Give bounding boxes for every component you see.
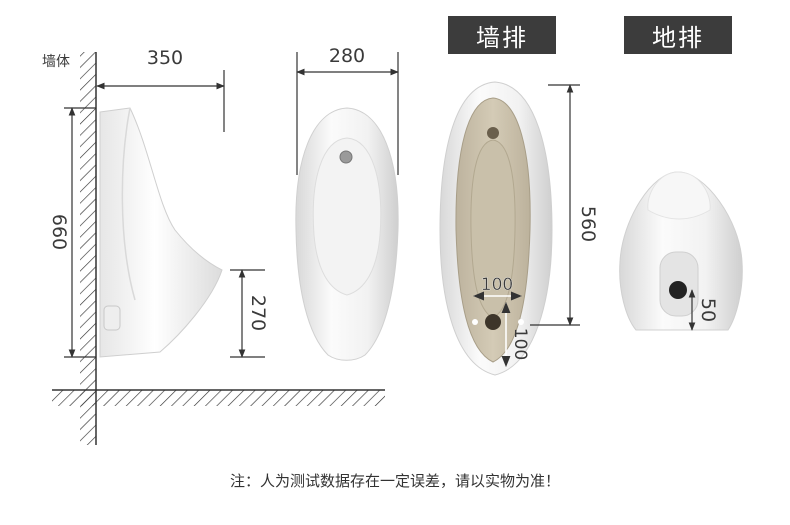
wall-hatch (80, 52, 96, 445)
back-outlet-hole (485, 314, 501, 330)
back-bolt-hole-left (472, 319, 478, 325)
depth-label: 350 (147, 47, 183, 69)
floor-hatch (52, 390, 385, 406)
spacing-h-label: 100 (481, 275, 513, 295)
urinal-floor-top (647, 171, 711, 220)
height-label: 660 (48, 214, 70, 250)
urinal-side-rim (121, 107, 136, 301)
inlet-height-label: 560 (577, 206, 599, 242)
urinal-front-bowl (312, 137, 382, 296)
spacing-v-label: 100 (510, 328, 530, 360)
floor-outlet-hole (669, 281, 687, 299)
back-view: 100 100 560 (439, 81, 599, 376)
disclaimer-note: 注：人为测试数据存在一定误差，请以实物为准！ (229, 472, 560, 490)
floor-outlet-label: 50 (697, 298, 719, 322)
urinal-side-outlet (103, 305, 121, 331)
back-inlet-hole (487, 127, 499, 139)
width-label: 280 (329, 45, 365, 67)
wall-label: 墙体 (42, 54, 70, 70)
outlet-height-label: 270 (247, 295, 269, 331)
floor-drain-badge: 地排 (624, 16, 732, 54)
back-bolt-hole-right (518, 319, 524, 325)
wall-drain-badge: 墙排 (448, 16, 556, 54)
urinal-side-profile (99, 107, 223, 358)
urinal-front-inlet (339, 150, 353, 164)
front-view: 280 (295, 45, 399, 361)
side-view: 墙体 350 660 270 (42, 47, 385, 445)
floor-view: 50 (619, 171, 743, 331)
